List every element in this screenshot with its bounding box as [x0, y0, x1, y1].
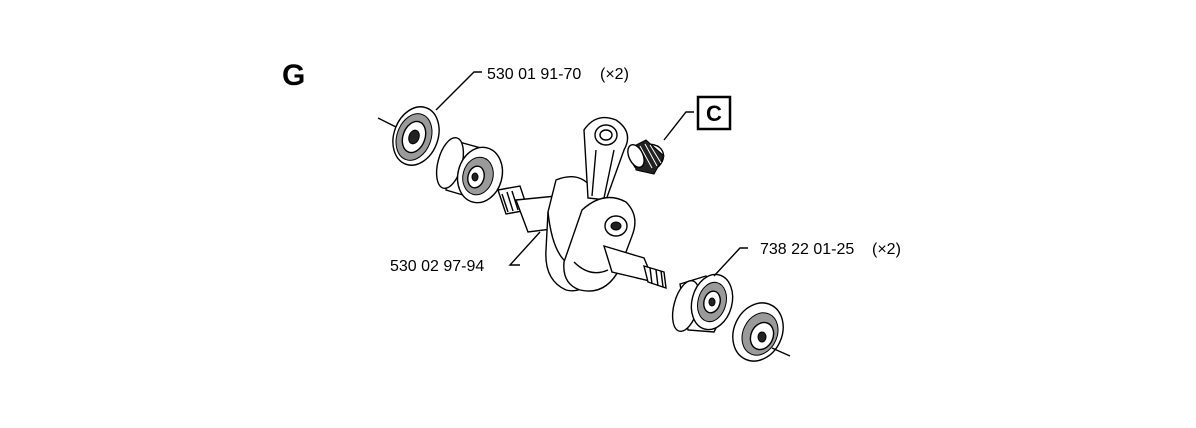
part-number-label: 738 22 01-25	[760, 241, 854, 258]
reference-box[interactable]: C	[696, 95, 732, 131]
reference-box-letter: C	[706, 101, 722, 126]
crankshaft	[497, 116, 667, 292]
part-number-label: 530 02 97-94	[390, 258, 484, 275]
left-bearing	[435, 136, 504, 204]
part-number-label: 530 01 91-70	[487, 66, 581, 83]
quantity-label: (×2)	[872, 241, 901, 258]
section-letter: G	[282, 59, 305, 92]
quantity-label: (×2)	[600, 66, 629, 83]
right-seal	[732, 302, 791, 362]
right-bearing	[671, 273, 734, 333]
needle-bearing	[627, 139, 665, 175]
leader-lines	[435, 71, 748, 277]
left-seal	[377, 106, 440, 166]
